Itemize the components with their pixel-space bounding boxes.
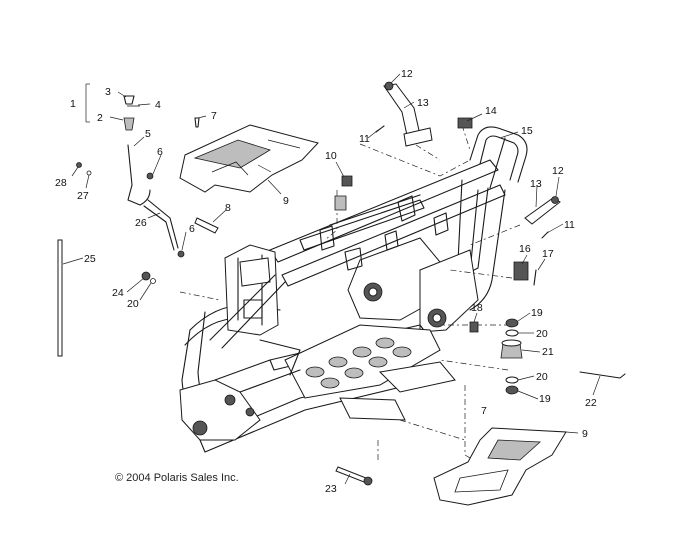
- callout-9b: 9: [582, 428, 588, 440]
- part-rod: [57, 239, 63, 357]
- part-linkage: [147, 199, 179, 249]
- callout-6b: 6: [189, 223, 195, 235]
- callout-14: 14: [485, 105, 497, 117]
- callout-2: 2: [97, 112, 103, 124]
- callout-17: 17: [542, 248, 554, 260]
- leader-lines: [62, 73, 601, 485]
- callout-26: 26: [135, 217, 147, 229]
- part-switch: [513, 261, 529, 281]
- callout-labels: 1 3 4 2 5 6 28 27 26 7 8 6 9 10 11 12 13…: [55, 68, 597, 495]
- callout-24: 24: [112, 287, 124, 299]
- callout-9a: 9: [283, 195, 289, 207]
- callout-10: 10: [325, 150, 337, 162]
- callout-21: 21: [542, 346, 554, 358]
- part-bolt-6a: [146, 172, 154, 180]
- callout-25: 25: [84, 253, 96, 265]
- callout-19a: 19: [531, 307, 543, 319]
- part-shift-lever: [127, 144, 151, 206]
- callout-7a: 7: [211, 110, 217, 122]
- callout-12b: 12: [552, 165, 564, 177]
- callout-11a: 11: [359, 133, 370, 145]
- callout-4: 4: [155, 99, 161, 111]
- callout-6a: 6: [157, 146, 163, 158]
- callout-1: 1: [70, 98, 76, 110]
- callout-27: 27: [77, 190, 89, 202]
- part-bolt-6b: [177, 250, 185, 258]
- callout-20a: 20: [536, 328, 548, 340]
- callout-8: 8: [225, 202, 231, 214]
- part-bolt-23: [335, 466, 367, 483]
- part-knob: [123, 117, 135, 131]
- part-bracket-right: [524, 197, 561, 225]
- callout-7b: 7: [481, 405, 487, 417]
- callout-20b: 20: [536, 371, 548, 383]
- callout-19b: 19: [539, 393, 551, 405]
- callout-13b: 13: [530, 178, 542, 190]
- callout-15: 15: [521, 125, 533, 137]
- callout-5: 5: [145, 128, 151, 140]
- callout-28: 28: [55, 177, 67, 189]
- callout-18: 18: [471, 302, 483, 314]
- callout-16: 16: [519, 243, 531, 255]
- part-cable-tie: [579, 371, 626, 379]
- parts: [57, 81, 626, 506]
- callout-11b: 11: [564, 219, 575, 231]
- callout-22: 22: [585, 397, 597, 409]
- part-pin-8: [194, 217, 219, 234]
- part-footwell-panel-lower: [433, 427, 567, 506]
- callout-13a: 13: [417, 97, 429, 109]
- callout-23: 23: [325, 483, 337, 495]
- callout-3: 3: [105, 86, 111, 98]
- copyright-notice: © 2004 Polaris Sales Inc.: [115, 472, 239, 484]
- part-pin-3: [123, 95, 135, 105]
- callout-20c: 20: [127, 298, 139, 310]
- main-frame: [179, 126, 528, 453]
- callout-12a: 12: [401, 68, 413, 80]
